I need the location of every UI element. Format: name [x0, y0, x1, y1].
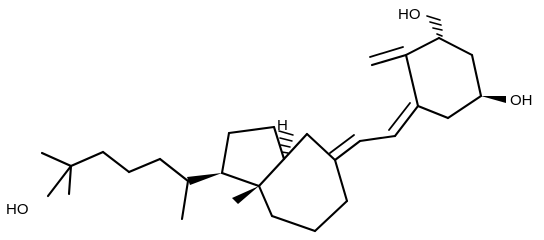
a-ring [404, 36, 483, 120]
d-ring [220, 125, 286, 188]
triene-linker [329, 102, 420, 162]
atom-label-oh-top: HO [398, 6, 421, 23]
atom-label-h: H [277, 117, 288, 134]
wedge-oh-right [481, 96, 506, 103]
hashed-wedge-oh-top [426, 15, 443, 37]
hashed-wedge-h [278, 130, 294, 154]
side-chain [40, 150, 190, 221]
wedge-side-chain [187, 173, 222, 185]
atom-label-oh-left: HO [6, 201, 29, 218]
c-ring [257, 132, 349, 233]
wedge-angular-methyl [232, 186, 259, 204]
atom-label-oh-right: OH [510, 92, 533, 109]
exo-methylene [369, 46, 408, 67]
